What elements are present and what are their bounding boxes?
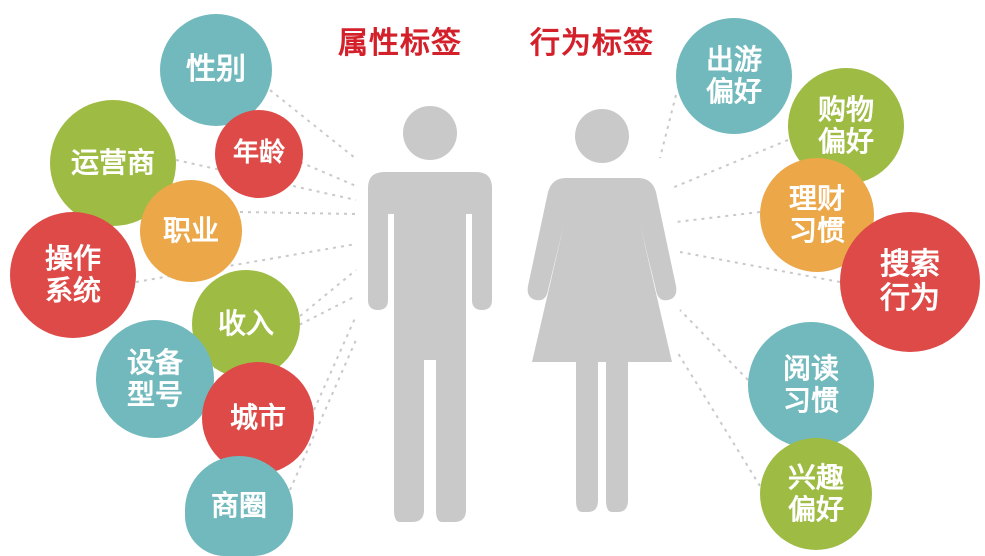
female-figure-icon [527, 109, 677, 512]
tag-os: 操作 系统 [10, 212, 136, 338]
connector-line [313, 315, 357, 411]
connector-line [175, 159, 357, 201]
tag-travel-preference: 出游 偏好 [676, 18, 792, 134]
tag-reading-habit: 阅读 习惯 [748, 322, 874, 448]
connector-line [679, 251, 841, 283]
tag-shopping-preference: 购物 偏好 [788, 68, 904, 184]
connector-line [675, 211, 761, 223]
attribute-tags-header: 属性标签 [338, 26, 462, 61]
tag-business-district: 商圈 [185, 456, 293, 556]
tag-income: 收入 [192, 270, 300, 378]
connector-line [675, 349, 761, 487]
tag-search-behavior: 搜索 行为 [840, 212, 980, 352]
tag-occupation: 职业 [140, 180, 242, 282]
tag-interest-preference: 兴趣 偏好 [760, 438, 872, 550]
connector-line [269, 89, 356, 159]
tag-age: 年龄 [215, 110, 303, 198]
male-figure-icon [368, 106, 492, 522]
tag-gender: 性别 [160, 14, 272, 126]
behavior-tags-header: 行为标签 [530, 26, 654, 61]
connector-line [289, 339, 357, 491]
connector-line [679, 309, 749, 381]
connector-line [135, 243, 357, 283]
connector-line [239, 211, 357, 215]
tag-device-model: 设备 型号 [96, 320, 214, 438]
connector-line [299, 161, 357, 187]
connector-line [659, 94, 677, 159]
tag-city: 城市 [202, 362, 314, 474]
connector-line [671, 139, 789, 189]
